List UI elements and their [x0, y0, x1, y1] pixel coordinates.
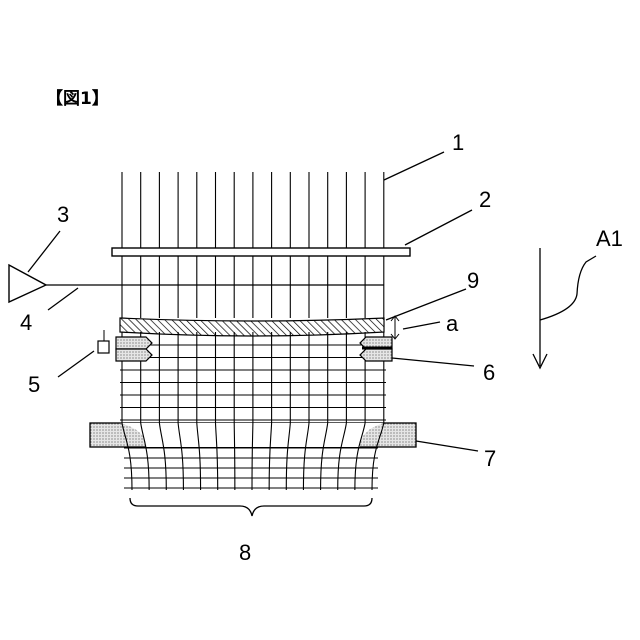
warp-threads	[122, 172, 384, 318]
label-5: 5	[28, 372, 40, 397]
label-a: a	[446, 311, 459, 336]
temple-left	[116, 337, 152, 361]
label-6: 6	[483, 360, 495, 385]
gap-arrow	[391, 316, 399, 339]
label-3: 3	[57, 202, 69, 227]
temple-right	[360, 337, 392, 361]
reed-bar	[112, 248, 410, 256]
label-9: 9	[467, 268, 479, 293]
direction-arrow	[533, 248, 596, 368]
label-7: 7	[484, 446, 496, 471]
width-brace	[130, 498, 372, 516]
label-1: 1	[452, 130, 464, 155]
narrowed-fabric	[122, 423, 384, 490]
label-2: 2	[479, 187, 491, 212]
label-8: 8	[239, 540, 251, 565]
label-A1: A1	[596, 226, 623, 251]
nozzle-triangle	[9, 265, 46, 302]
label-4: 4	[20, 310, 32, 335]
woven-fabric-grid	[120, 332, 386, 423]
sensor-box	[98, 330, 109, 353]
